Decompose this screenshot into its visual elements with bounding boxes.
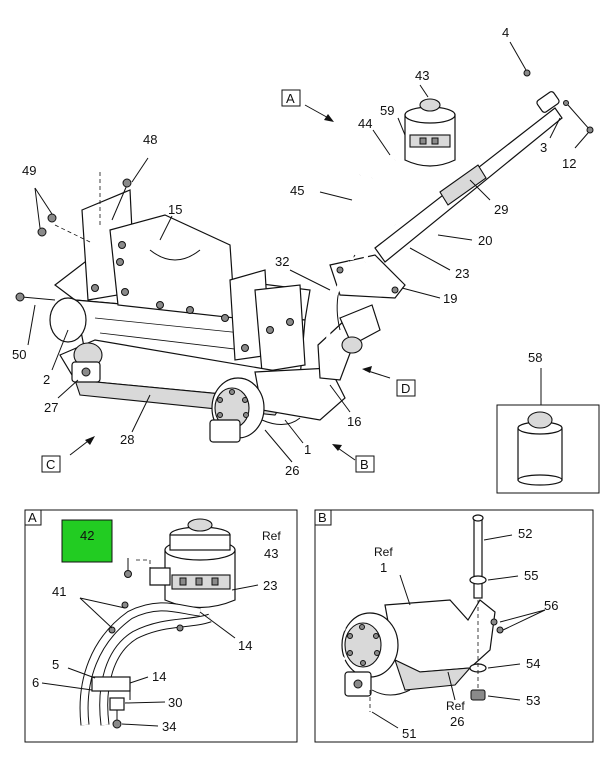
leader-lines <box>27 41 589 463</box>
detail-b-callout-51: 51 <box>402 726 416 741</box>
detail-a-hoses <box>79 601 212 729</box>
left-knuckle <box>49 297 103 383</box>
washer-55 <box>469 575 487 585</box>
callout-45: 45 <box>290 183 304 198</box>
svg-text:42: 42 <box>80 528 94 543</box>
callout-2: 2 <box>43 372 50 387</box>
detail-b-panel: B <box>314 509 594 743</box>
bolt-42 <box>124 558 151 578</box>
callout-15: 15 <box>168 202 182 217</box>
detail-b-ref1-number: 1 <box>380 560 387 575</box>
can-icon <box>517 411 563 486</box>
callout-44: 44 <box>358 116 372 131</box>
detail-a-panel: A 42 <box>24 509 298 743</box>
detail-a-reservoir <box>149 518 236 609</box>
detail-b-ref2-number: 26 <box>450 714 464 729</box>
detail-a-ref-43: 43 <box>264 546 278 561</box>
callout-23: 23 <box>455 266 469 281</box>
detail-b-callout-53: 53 <box>526 693 540 708</box>
callout-27: 27 <box>44 400 58 415</box>
detail-a-callout-6: 6 <box>32 675 39 690</box>
view-arrows <box>69 104 391 461</box>
view-label-c: C <box>41 455 61 473</box>
callout-49: 49 <box>22 163 36 178</box>
kingpin-52 <box>472 514 484 599</box>
callout-labels: 4 43 44 59 3 12 48 15 45 29 49 20 32 23 … <box>12 25 576 478</box>
callout-16: 16 <box>347 414 361 429</box>
reservoir <box>404 98 456 167</box>
nut-53 <box>470 689 486 701</box>
callout-43: 43 <box>415 68 429 83</box>
steering-shaft <box>374 69 594 263</box>
callout-32: 32 <box>275 254 289 269</box>
detail-a-tag: A <box>28 510 37 525</box>
right-hub <box>209 377 301 443</box>
callout-4: 4 <box>502 25 509 40</box>
callout-1: 1 <box>304 442 311 457</box>
detail-a-callout-34: 34 <box>162 719 176 734</box>
callout-58: 58 <box>528 350 542 365</box>
detail-b-callout-55: 55 <box>524 568 538 583</box>
view-label-b: B <box>355 455 375 473</box>
detail-a-callout-14a: 14 <box>238 638 252 653</box>
callout-29: 29 <box>494 202 508 217</box>
detail-b-tag: B <box>318 510 327 525</box>
detail-a-callout-5: 5 <box>52 657 59 672</box>
highlight-42[interactable]: 42 <box>61 519 113 563</box>
detail-a-callout-23: 23 <box>263 578 277 593</box>
detail-b-leaders <box>371 534 546 729</box>
detail-a-callout-30: 30 <box>168 695 182 710</box>
part-58-box <box>496 368 600 494</box>
callout-20: 20 <box>478 233 492 248</box>
detail-a-callout-41: 41 <box>52 584 66 599</box>
callout-19: 19 <box>443 291 457 306</box>
detail-b-callout-54: 54 <box>526 656 540 671</box>
steering-hoses <box>326 159 397 361</box>
view-label-a: A <box>281 89 301 107</box>
detail-a-ref: Ref <box>262 529 281 543</box>
detail-b-callout-52: 52 <box>518 526 532 541</box>
svg-text:B: B <box>360 457 369 472</box>
detail-b-ref1: Ref <box>374 545 393 559</box>
detail-a-callout-14b: 14 <box>152 669 166 684</box>
callout-59: 59 <box>380 103 394 118</box>
callout-12: 12 <box>562 156 576 171</box>
svg-text:A: A <box>286 91 295 106</box>
svg-text:C: C <box>46 457 55 472</box>
main-assembly: 4 43 44 59 3 12 48 15 45 29 49 20 32 23 … <box>12 25 594 478</box>
callout-50: 50 <box>12 347 26 362</box>
loose-fasteners <box>15 172 132 302</box>
detail-a-leaders <box>41 584 259 727</box>
callout-26: 26 <box>285 463 299 478</box>
callout-3: 3 <box>540 140 547 155</box>
detail-b-axle-end <box>326 599 496 697</box>
detail-b-callout-56: 56 <box>544 598 558 613</box>
view-label-d: D <box>396 379 416 397</box>
callout-48: 48 <box>143 132 157 147</box>
svg-text:D: D <box>401 381 410 396</box>
detail-b-ref2: Ref <box>446 699 465 713</box>
callout-28: 28 <box>120 432 134 447</box>
